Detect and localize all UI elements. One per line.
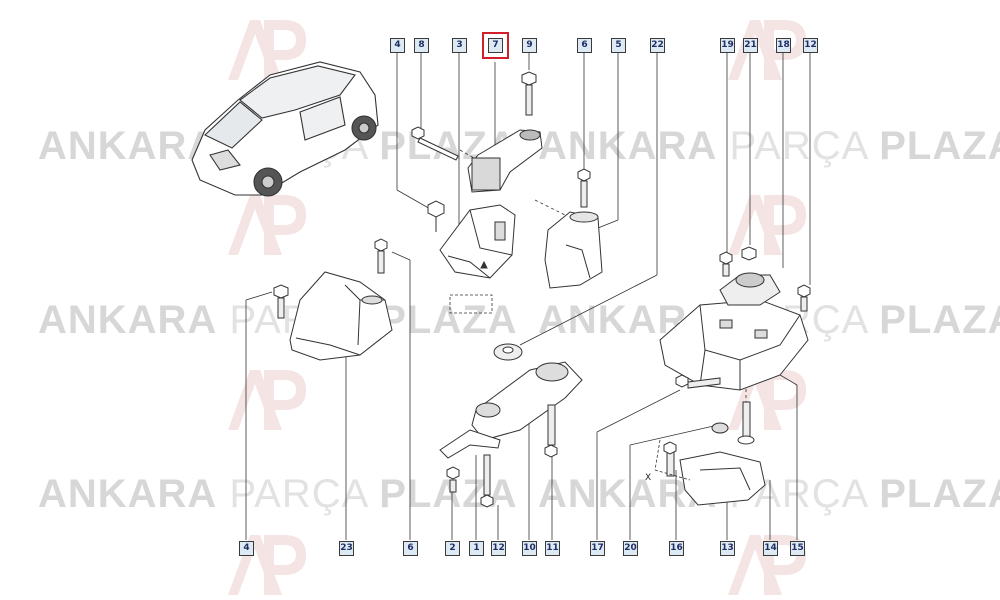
bolt (411, 126, 459, 161)
callout-bottom[interactable]: 16 (669, 541, 684, 556)
rubber-mount (719, 272, 781, 306)
axis-indicator: X (645, 439, 691, 483)
callout-top[interactable]: 6 (577, 38, 592, 53)
callout-bottom[interactable]: 11 (545, 541, 560, 556)
callout-top[interactable]: 8 (414, 38, 429, 53)
callout-bottom[interactable]: 10 (522, 541, 537, 556)
callout-bottom[interactable]: 12 (491, 541, 506, 556)
leader-lines (245, 52, 811, 540)
bolt (577, 168, 591, 208)
bolt (544, 404, 558, 458)
callout-bottom[interactable]: 13 (720, 541, 735, 556)
callout-top[interactable]: 22 (650, 38, 665, 53)
callout-top[interactable]: 12 (803, 38, 818, 53)
engine-mount (544, 211, 603, 289)
bracket-plate (439, 429, 501, 459)
washer (711, 422, 729, 434)
callout-bottom[interactable]: 14 (763, 541, 778, 556)
bolt (480, 454, 494, 508)
callout-bottom[interactable]: 6 (403, 541, 418, 556)
torque-rod (471, 361, 583, 441)
callout-bottom[interactable]: 1 (469, 541, 484, 556)
washer (493, 343, 523, 361)
bolt (719, 251, 733, 277)
bolt (427, 200, 445, 232)
callout-bottom[interactable]: 15 (790, 541, 805, 556)
bolt (737, 401, 755, 445)
callout-top[interactable]: 5 (611, 38, 626, 53)
bolt (374, 238, 388, 274)
bolt (797, 284, 811, 312)
axis-x-label: X (645, 473, 651, 483)
callout-bottom[interactable]: 4 (239, 541, 254, 556)
lower-bracket (679, 451, 766, 506)
callout-bottom[interactable]: 2 (445, 541, 460, 556)
engine-mount-bracket (439, 204, 516, 279)
callout-bottom[interactable]: 23 (339, 541, 354, 556)
bolt (663, 441, 677, 477)
callout-top-selected[interactable]: 7 (482, 32, 509, 59)
bolt (675, 374, 721, 389)
engine-mount-bracket (289, 271, 393, 361)
callout-top[interactable]: 18 (776, 38, 791, 53)
dashed-reference-box (449, 294, 493, 314)
callout-top[interactable]: 3 (452, 38, 467, 53)
callout-bottom[interactable]: 20 (623, 541, 638, 556)
bolt (446, 466, 460, 493)
car-illustration (191, 61, 379, 197)
torque-rod (467, 129, 543, 193)
callout-top[interactable]: 19 (720, 38, 735, 53)
callout-bottom[interactable]: 17 (590, 541, 605, 556)
bolt (273, 284, 289, 319)
callout-top[interactable]: 9 (522, 38, 537, 53)
callout-top[interactable]: 21 (743, 38, 758, 53)
bolt (521, 71, 537, 116)
nut (741, 246, 757, 261)
callout-top[interactable]: 4 (390, 38, 405, 53)
